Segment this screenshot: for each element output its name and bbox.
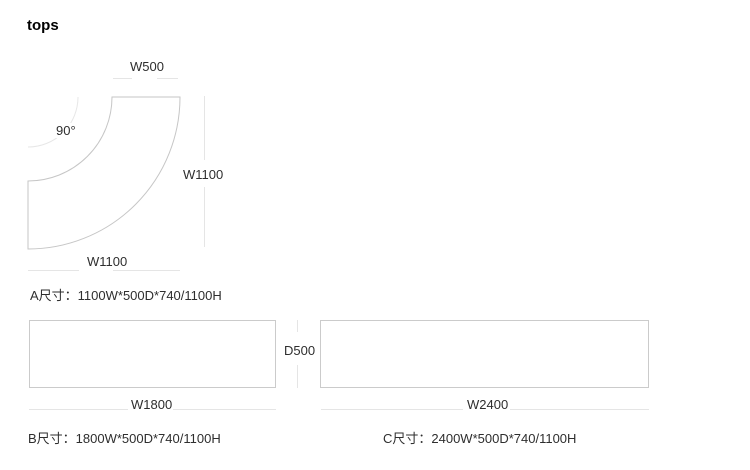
rect-top-b [29, 320, 276, 388]
dim-label-w1100-bottom: W1100 [87, 254, 128, 269]
spec-a: A尺寸：1100W*500D*740/1100H [30, 288, 222, 303]
dim-line-w1800-right [173, 409, 276, 410]
spec-b: B尺寸：1800W*500D*740/1100H [28, 431, 221, 446]
angle-indicator-arc [27, 96, 79, 148]
dim-line-w2400-left [321, 409, 463, 410]
dim-line-w1800-left [29, 409, 128, 410]
dim-line-w1100-bottom-left [28, 270, 79, 271]
dim-line-d500-top [297, 320, 298, 332]
dim-label-d500: D500 [284, 343, 316, 358]
corner-top-diagram [27, 96, 181, 250]
dim-line-w500-left [113, 78, 132, 79]
rect-top-c [320, 320, 649, 388]
page-title: tops [27, 17, 59, 34]
spec-c: C尺寸：2400W*500D*740/1100H [383, 431, 577, 446]
dim-line-w500-right [157, 78, 178, 79]
angle-label: 90° [54, 123, 78, 138]
dim-line-w1100-right-bottom [204, 187, 205, 247]
dim-line-w1100-right-top [204, 96, 205, 160]
dim-label-w500: W500 [130, 59, 164, 74]
corner-top-shape [27, 96, 181, 250]
dim-line-w2400-right [510, 409, 649, 410]
dim-label-w1800: W1800 [131, 397, 173, 412]
dim-label-w1100-right: W1100 [183, 167, 224, 182]
dim-line-d500-bottom [297, 365, 298, 388]
dim-line-w1100-bottom-right [113, 270, 180, 271]
dim-label-w2400: W2400 [467, 397, 509, 412]
